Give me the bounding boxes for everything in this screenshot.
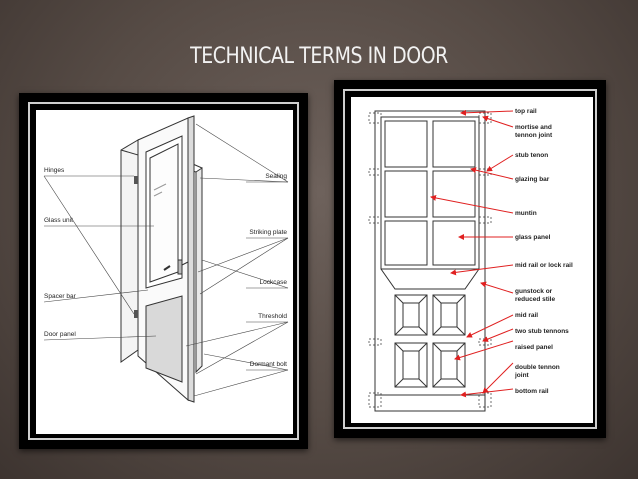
label-glass-unit: Glass unit bbox=[44, 217, 73, 224]
label-hinges: Hinges bbox=[44, 167, 65, 174]
hinge-top bbox=[134, 176, 138, 184]
label-joint: joint bbox=[514, 372, 530, 379]
door-leaf bbox=[137, 115, 195, 403]
label-stub-tenon: stub tenon bbox=[515, 152, 548, 159]
label-glass-panel: glass panel bbox=[515, 234, 551, 241]
label-glazing-bar: glazing bar bbox=[515, 176, 550, 183]
label-mid-rail: mid rail bbox=[515, 312, 538, 319]
label-tennon-joint: tennon joint bbox=[515, 132, 553, 139]
right-picture-frame: top rail mortise and tennon joint stub t… bbox=[334, 80, 606, 438]
label-two-stub-tennons: two stub tennons bbox=[515, 328, 569, 335]
label-gunstock-or: gunstock or bbox=[515, 288, 553, 295]
label-muntin: muntin bbox=[515, 210, 537, 217]
pointer-arrows bbox=[430, 109, 514, 398]
label-threshold: Threshold bbox=[258, 313, 287, 320]
left-door-diagram: Hinges Glass unit Spacer bar Door panel … bbox=[36, 110, 293, 434]
label-mid-rail-or-lock-rail: mid rail or lock rail bbox=[515, 262, 573, 269]
label-raised-panel: raised panel bbox=[515, 344, 553, 351]
slide-title: TECHNICAL TERMS IN DOOR bbox=[190, 44, 448, 69]
label-reduced-stile: reduced stile bbox=[515, 296, 555, 303]
raised-panels bbox=[394, 294, 466, 388]
door-hardware-svg: Hinges Glass unit Spacer bar Door panel … bbox=[43, 115, 289, 403]
label-lockcase: Lockcase bbox=[260, 279, 288, 286]
left-picture-frame: Hinges Glass unit Spacer bar Door panel … bbox=[19, 93, 308, 449]
label-spacer-bar: Spacer bar bbox=[44, 293, 77, 300]
door-handle bbox=[163, 259, 189, 275]
right-door-diagram: top rail mortise and tennon joint stub t… bbox=[351, 97, 593, 423]
hinge-bottom bbox=[134, 310, 138, 318]
label-dormant-bolt: Dormant bolt bbox=[250, 361, 287, 368]
label-double-tennon: double tennon bbox=[515, 364, 560, 371]
label-sealing: Sealing bbox=[265, 173, 287, 180]
label-top-rail: top rail bbox=[515, 108, 537, 115]
label-bottom-rail: bottom rail bbox=[515, 388, 549, 395]
label-door-panel: Door panel bbox=[44, 331, 76, 338]
tenon-markers bbox=[368, 112, 492, 408]
label-striking-plate: Striking plate bbox=[249, 229, 287, 236]
anatomy-labels: top rail mortise and tennon joint stub t… bbox=[514, 108, 573, 395]
label-mortise-and: mortise and bbox=[515, 124, 552, 131]
door-anatomy-svg: top rail mortise and tennon joint stub t… bbox=[368, 108, 573, 412]
door-outline bbox=[374, 110, 486, 412]
leader-lines bbox=[43, 123, 289, 397]
